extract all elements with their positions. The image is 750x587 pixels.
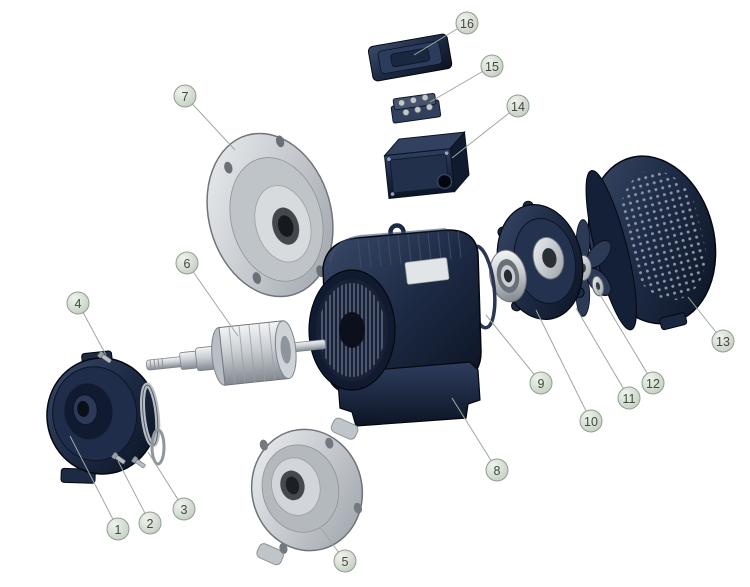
svg-text:8: 8 <box>494 464 501 478</box>
part-motor-body <box>308 223 482 427</box>
svg-text:11: 11 <box>623 392 636 406</box>
callout-6: 6 <box>175 251 199 275</box>
callout-3: 3 <box>172 497 196 521</box>
callout-1: 1 <box>106 517 130 541</box>
part-pump-body <box>46 350 161 484</box>
svg-text:6: 6 <box>184 257 191 271</box>
callout-7: 7 <box>173 84 197 108</box>
callout-11: 11 <box>617 386 641 410</box>
motor-nameplate <box>404 257 450 285</box>
svg-text:3: 3 <box>181 503 188 517</box>
callout-16: 16 <box>455 11 479 35</box>
svg-text:13: 13 <box>716 335 730 349</box>
callout-10: 10 <box>579 409 603 433</box>
part-screw-lower <box>111 452 126 465</box>
svg-text:12: 12 <box>646 377 660 391</box>
svg-text:1: 1 <box>115 523 122 537</box>
part-rotor-shaft <box>145 320 327 386</box>
part-fan-cover <box>585 155 717 331</box>
svg-text:7: 7 <box>182 90 189 104</box>
svg-text:16: 16 <box>460 17 474 31</box>
callout-14: 14 <box>506 94 530 118</box>
callout-8: 8 <box>485 458 509 482</box>
callout-9: 9 <box>529 371 553 395</box>
svg-text:2: 2 <box>147 517 154 531</box>
motor-fins <box>357 230 462 269</box>
part-bearing <box>489 249 527 303</box>
part-terminal-box-lid <box>367 33 453 82</box>
callout-2: 2 <box>138 511 162 535</box>
part-front-flange <box>206 132 334 298</box>
svg-text:15: 15 <box>485 60 499 74</box>
svg-text:9: 9 <box>538 377 545 391</box>
callout-12: 12 <box>641 371 665 395</box>
svg-text:4: 4 <box>75 297 82 311</box>
callout-13: 13 <box>711 329 735 353</box>
svg-text:5: 5 <box>342 555 349 569</box>
callout-15: 15 <box>480 54 504 78</box>
part-slinger-washer <box>591 275 605 297</box>
part-pump-flange <box>250 417 364 566</box>
callout-4: 4 <box>66 291 90 315</box>
part-terminal-block <box>390 92 442 124</box>
svg-text:14: 14 <box>511 100 525 114</box>
part-terminal-box <box>383 130 470 199</box>
part-seal-ring <box>150 428 166 466</box>
part-tie-bolts <box>97 351 146 469</box>
callout-5: 5 <box>333 549 357 573</box>
svg-text:10: 10 <box>584 415 598 429</box>
